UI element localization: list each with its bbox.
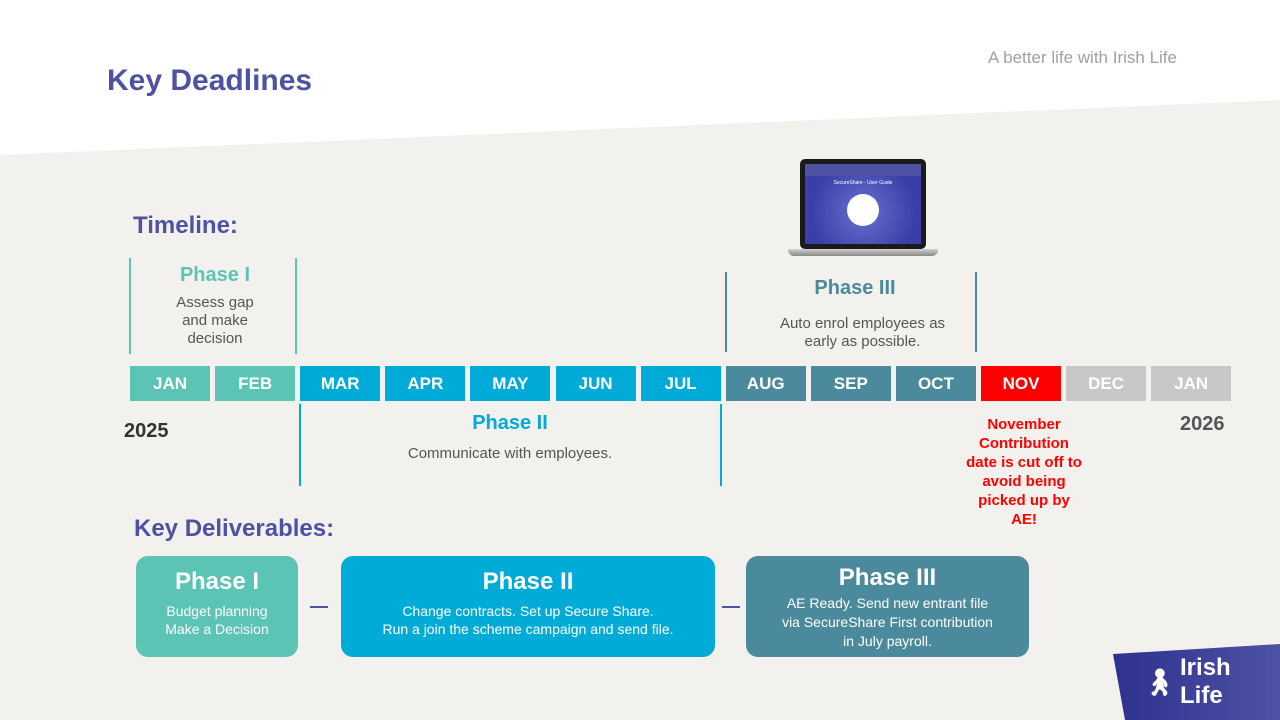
connector-dash: [310, 606, 328, 608]
card-line: via SecureShare First contribution: [782, 614, 993, 630]
phase1-title: Phase I: [179, 264, 251, 286]
tagline: A better life with Irish Life: [988, 48, 1177, 67]
month-nov: NOV: [981, 366, 1061, 401]
timeline-heading: Timeline:: [133, 212, 238, 239]
card-line: Make a Decision: [165, 621, 269, 637]
phase3-divider: [975, 272, 977, 352]
page-title: Key Deadlines: [107, 64, 313, 97]
month-may: MAY: [470, 366, 551, 401]
phase3-desc: Auto enrol employees as early as possibl…: [779, 315, 946, 350]
connector-dash: [722, 606, 740, 608]
logo-figure-icon: 🚶︎: [1143, 666, 1177, 697]
phase2-title: Phase II: [472, 412, 548, 434]
card-line: Change contracts. Set up Secure Share.: [402, 603, 654, 619]
phase1-divider: [129, 258, 131, 354]
november-note: November Contribution date is cut off to…: [966, 416, 1082, 528]
card-line: AE Ready. Send new entrant file: [786, 595, 989, 611]
year-start: 2025: [124, 420, 169, 442]
phase2-divider: [299, 404, 301, 486]
logo-text: Irish Life: [1180, 654, 1231, 709]
card-line: Run a join the scheme campaign and send …: [382, 621, 674, 637]
laptop-screen-title: SecureShare - User Guide: [833, 180, 893, 186]
deliverable-card-phase3: Phase III AE Ready. Send new entrant fil…: [746, 556, 1029, 657]
year-end: 2026: [1180, 413, 1225, 435]
month-dec: DEC: [1066, 366, 1147, 401]
deliverable-card-phase2: Phase II Change contracts. Set up Secure…: [341, 556, 715, 657]
card-title: Phase III: [838, 564, 937, 591]
laptop-image: SecureShare - User Guide: [788, 159, 938, 267]
month-jul: JUL: [640, 366, 721, 401]
month-aug: AUG: [725, 366, 806, 401]
month-jan: JAN: [1151, 366, 1232, 401]
phase1-desc: Assess gap and make decision: [176, 294, 254, 347]
card-line: in July payroll.: [843, 633, 932, 649]
phase1-divider: [295, 258, 297, 354]
month-oct: OCT: [895, 366, 976, 401]
phase3-title: Phase III: [814, 277, 896, 299]
phase3-divider: [725, 272, 727, 352]
month-sep: SEP: [810, 366, 891, 401]
card-line: Budget planning: [166, 603, 268, 619]
card-title: Phase I: [174, 568, 260, 595]
month-jan: JAN: [130, 366, 210, 401]
deliverables-heading: Key Deliverables:: [134, 515, 335, 542]
month-mar: MAR: [300, 366, 381, 401]
month-feb: FEB: [215, 366, 296, 401]
irish-life-logo: 🚶︎Irish Life: [1113, 644, 1280, 720]
month-jun: JUN: [555, 366, 636, 401]
phase2-divider: [720, 404, 722, 486]
card-title: Phase II: [482, 568, 574, 595]
deliverable-card-phase1: Phase I Budget planning Make a Decision: [136, 556, 298, 657]
phase2-desc: Communicate with employees.: [407, 445, 613, 462]
month-apr: APR: [385, 366, 466, 401]
